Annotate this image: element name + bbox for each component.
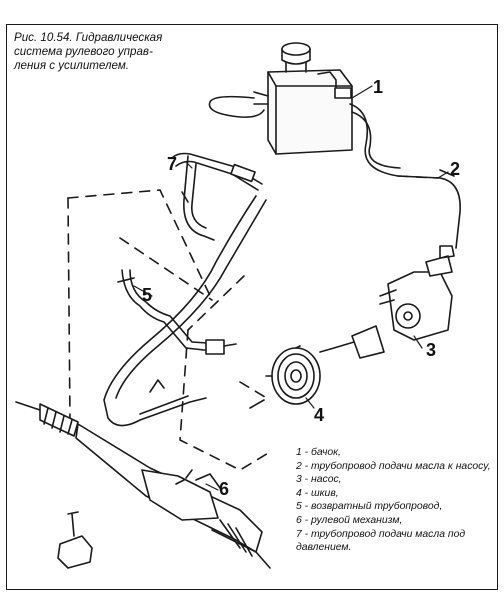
supply-line-to-pump: [208, 95, 461, 249]
legend: 1 - бачок, 2 - трубопровод подачи масла …: [296, 446, 492, 555]
caption-line-2: система рулевого управ-: [14, 45, 153, 58]
callout-6: 6: [219, 479, 230, 499]
callout-2: 2: [450, 159, 461, 179]
legend-item-6: 6 - рулевой механизм,: [296, 514, 403, 526]
caption-line-3: ления с усилителем.: [14, 59, 130, 72]
pulley: [249, 345, 321, 409]
legend-item-2: 2 - трубопровод подачи масла к насосу,: [296, 460, 491, 472]
figure-frame: [6, 24, 498, 590]
return-line: [117, 269, 237, 355]
callout-7: 7: [167, 154, 178, 174]
caption-line-1: Рис. 10.54. Гидравлическая: [14, 31, 163, 44]
legend-item-4: 4 - шкив,: [296, 487, 339, 499]
pump: [319, 245, 455, 359]
legend-item-7: 7 - трубопровод подачи масла под давлени…: [296, 528, 466, 554]
steering-rack: [15, 379, 271, 569]
legend-item-3: 3 - насос,: [296, 474, 342, 486]
legend-item-1: 1 - бачок,: [296, 447, 341, 458]
figure-caption: Рис. 10.54. Гидравлическая система рулев…: [14, 31, 219, 73]
break-lines: [67, 175, 439, 471]
callout-leaders: [133, 85, 449, 491]
reservoir-tank: [253, 42, 353, 155]
callout-1: 1: [373, 77, 384, 97]
legend-item-5: 5 - возвратный трубопровод,: [296, 501, 443, 513]
callout-3: 3: [426, 340, 437, 360]
callout-5: 5: [142, 285, 153, 305]
callout-4: 4: [314, 405, 325, 425]
pressure-line: [171, 152, 263, 241]
mounting-bracket: [57, 511, 93, 569]
main-hoses: [103, 195, 267, 427]
